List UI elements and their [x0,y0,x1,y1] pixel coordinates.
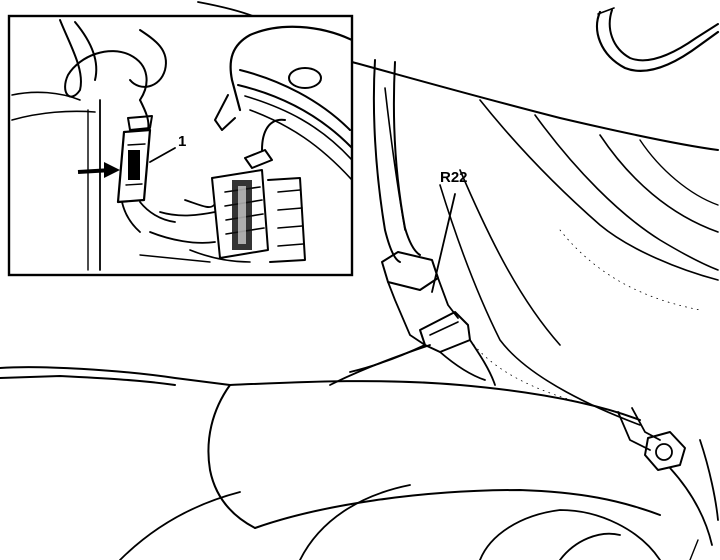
r22-leader-line [431,193,456,293]
crossmember-top-edge [0,366,641,421]
inset-frame [7,14,354,277]
label-item-1: 1 [178,133,186,150]
connector-stack [211,118,306,263]
r22-sensor-connector [381,251,496,386]
item-1-leader-line [149,147,176,163]
body-panel-outline [351,61,719,151]
arrow-pointer-icon [77,162,120,178]
top-right-hose-inner [608,9,719,62]
crossmember-lower-edge [207,384,256,529]
mounting-bolt [617,407,719,546]
inline-connector-item-1 [116,115,176,233]
top-right-hose [595,10,720,72]
label-r22: R22 [440,169,468,186]
inset-detail: 1 [7,14,354,277]
